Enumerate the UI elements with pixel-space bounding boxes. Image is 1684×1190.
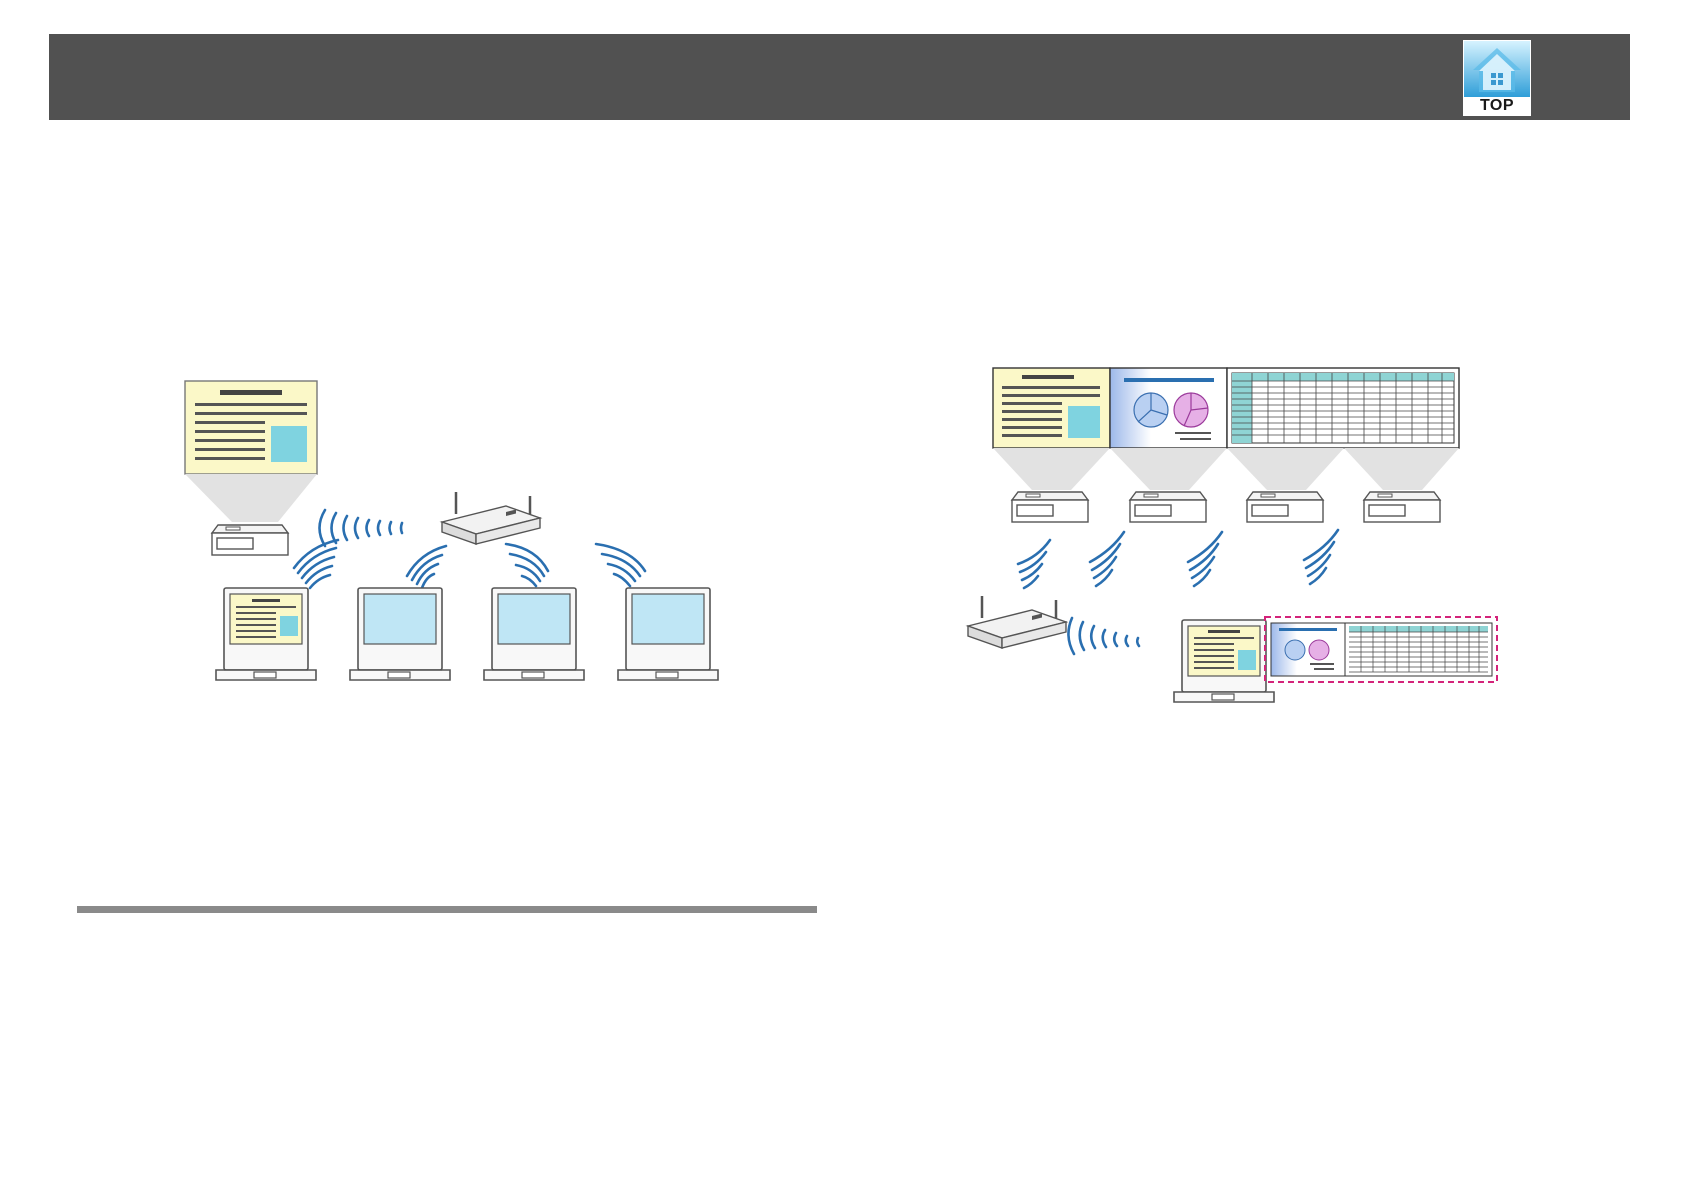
projector-icon (1364, 492, 1440, 522)
wifi-signal-icon (1018, 540, 1050, 588)
screen-spreadsheet-icon (1345, 623, 1492, 676)
extended-desktop-outline (1265, 617, 1497, 682)
screen-document-icon (185, 381, 317, 474)
right-network-diagram (960, 360, 1530, 730)
wifi-signal-icon (596, 544, 645, 586)
wifi-signal-icon (506, 544, 548, 586)
projector-icon (212, 525, 288, 555)
screen-spreadsheet-icon (1227, 368, 1459, 448)
projector-icon (1130, 492, 1206, 522)
left-network-diagram (170, 370, 730, 730)
laptop-icon (484, 588, 584, 680)
wifi-signal-icon (1188, 532, 1222, 586)
screen-document-icon (993, 368, 1110, 448)
top-button-label: TOP (1463, 97, 1531, 115)
wifi-signal-icon (1068, 618, 1139, 654)
projector-icon (1012, 492, 1088, 522)
screen-pie-chart-icon (1271, 623, 1345, 676)
section-divider (77, 906, 817, 913)
laptop-icon (618, 588, 718, 680)
wifi-signal-icon (407, 546, 446, 588)
wifi-signal-icon (1304, 530, 1338, 584)
wifi-signal-icon (294, 540, 338, 588)
wifi-signal-icon (1090, 532, 1124, 586)
header-bar (49, 34, 1630, 120)
top-button[interactable]: TOP (1463, 40, 1531, 116)
laptop-icon (1174, 620, 1274, 702)
laptop-icon (350, 588, 450, 680)
screen-pie-chart-icon (1110, 368, 1227, 448)
access-point-icon (968, 596, 1066, 648)
projector-icon (1247, 492, 1323, 522)
access-point-icon (442, 492, 540, 544)
laptop-icon (216, 588, 316, 680)
